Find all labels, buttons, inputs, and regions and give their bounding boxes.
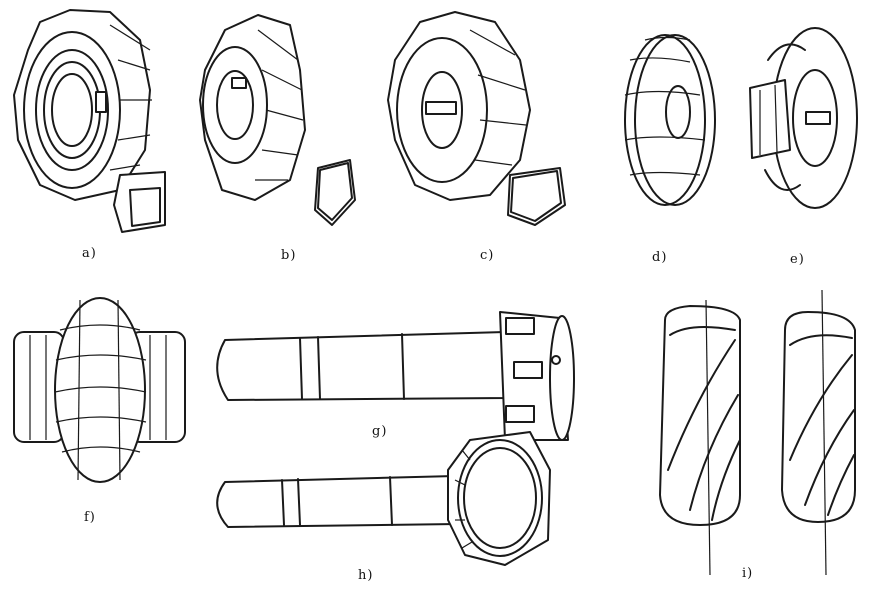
- cutter-d-drawing: [624, 34, 716, 206]
- label-b: b): [281, 248, 297, 263]
- label-h: h): [358, 568, 374, 583]
- label-d: d): [652, 250, 668, 265]
- label-f: f): [84, 510, 96, 525]
- label-c: c): [480, 248, 495, 263]
- cutter-h-drawing: [216, 431, 551, 566]
- label-e: e): [790, 252, 805, 267]
- cutter-c-drawing: [387, 11, 566, 226]
- cutter-a-drawing: [13, 9, 166, 233]
- label-a: a): [82, 246, 97, 261]
- cutter-f-drawing: [13, 297, 186, 483]
- cutter-i-drawing: [659, 289, 856, 576]
- cutter-b-drawing: [199, 14, 356, 226]
- cutter-g-drawing: [216, 311, 575, 441]
- label-i: i): [742, 566, 754, 581]
- cutter-e-drawing: [749, 27, 858, 209]
- label-g: g): [372, 424, 388, 439]
